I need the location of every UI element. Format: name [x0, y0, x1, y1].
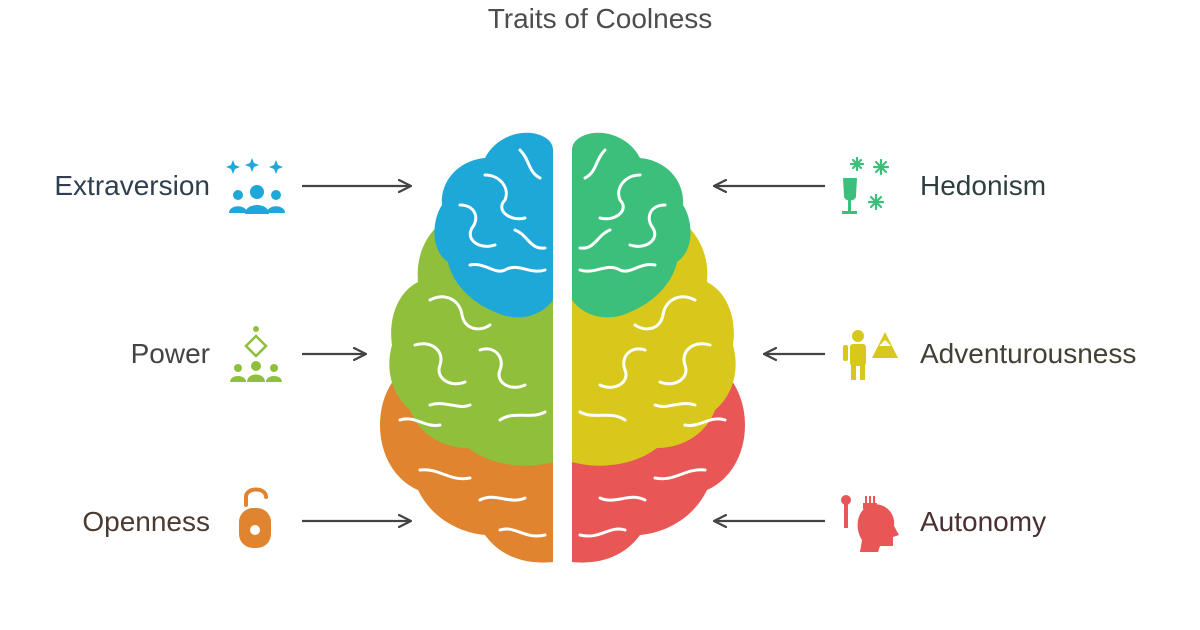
diagram-title: Traits of Coolness — [487, 3, 713, 34]
lobe-extraversion — [434, 132, 553, 318]
left-hemisphere — [380, 132, 553, 563]
label-openness: Openness — [82, 506, 210, 537]
open-padlock-icon — [239, 487, 271, 548]
person-mountain-icon — [843, 330, 898, 380]
label-adventurousness: Adventurousness — [920, 338, 1137, 369]
label-extraversion: Extraversion — [54, 170, 210, 201]
head-with-tools-icon — [841, 495, 899, 552]
label-power: Power — [130, 338, 210, 369]
label-autonomy: Autonomy — [920, 506, 1047, 537]
crowd-with-sparkles-icon — [226, 158, 285, 214]
right-hemisphere — [572, 132, 745, 563]
arrows — [302, 186, 825, 521]
lobe-hedonism — [572, 132, 691, 318]
wine-glass-fireworks-icon — [842, 156, 890, 214]
label-hedonism: Hedonism — [920, 170, 1047, 201]
group-hierarchy-icon — [230, 326, 282, 382]
